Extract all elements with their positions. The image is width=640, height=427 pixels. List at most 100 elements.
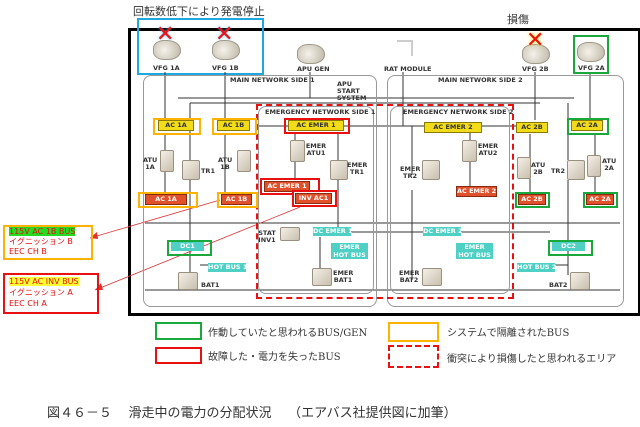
atu-1b-label: ATU 1B xyxy=(218,156,233,171)
legend-swatch-damaged xyxy=(388,345,439,368)
emer-bat2-label: EMER BAT2 xyxy=(399,269,420,284)
main-network-side-2 xyxy=(387,75,624,307)
atu-1a-icon xyxy=(160,150,174,172)
apu-start-system-label: APU START SYSTEM xyxy=(337,80,367,102)
emer-hot-bus-1: EMER HOT BUS 1 xyxy=(331,243,368,267)
ac-2b-bus: AC 2B xyxy=(516,122,548,133)
rpm-drop-annotation: 回転数低下により発電停止 xyxy=(133,5,265,18)
damage-annotation: 損傷 xyxy=(507,13,529,26)
atu-2a-icon xyxy=(587,155,601,177)
main-network-side-2-label: MAIN NETWORK SIDE 2 xyxy=(438,76,523,84)
legend-isolated: システムで隔離されたBUS xyxy=(447,328,570,339)
rat-module-label: RAT MODULE xyxy=(384,65,432,73)
vfg-2b-icon xyxy=(522,44,550,64)
vfg-1b-label: VFG 1B xyxy=(212,64,239,72)
emergency-network-side-1-label: EMERGENCY NETWORK SIDE 1 xyxy=(265,108,376,116)
bat1-icon xyxy=(178,272,198,290)
hot-bus-1: HOT BUS 1 xyxy=(208,263,248,272)
emergency-network-side-1 xyxy=(258,106,374,294)
dc1-bus: DC1 xyxy=(171,242,204,251)
dc-emer-2-bus: DC EMER 2 xyxy=(423,227,463,236)
tr1-icon xyxy=(182,160,200,180)
emer-hot-bus-2: EMER HOT BUS 2 xyxy=(456,243,493,267)
emer-tr1-label: EMER TR1 xyxy=(347,161,368,176)
vfg-1b-icon xyxy=(212,40,240,60)
callout-ac-inv-bus: 115V AC INV BUS イグニッション A EEC CH A xyxy=(3,273,99,314)
stat-inv1-label: STAT INV1 xyxy=(258,229,276,244)
ac-emer-2-lower-bus: AC EMER 2 xyxy=(456,186,497,197)
atu-2b-label: ATU 2B xyxy=(531,161,546,176)
figure-title: 滑走中の電力の分配状況 xyxy=(128,406,272,421)
ac-2a-bus: AC 2A xyxy=(571,120,603,131)
atu-1a-label: ATU 1A xyxy=(143,156,158,171)
ac-emer-2-bus: AC EMER 2 xyxy=(424,122,482,133)
emer-atu2-icon xyxy=(462,140,477,162)
vfg-2a-working-box xyxy=(573,35,609,74)
emer-bat2-icon xyxy=(422,268,442,286)
callout-ac-1b-eec: EEC CH B xyxy=(9,247,47,256)
emer-atu1-icon xyxy=(290,140,305,162)
aircraft-frame xyxy=(128,28,640,316)
main-network-side-1-label: MAIN NETWORK SIDE 1 xyxy=(230,76,315,84)
emergency-network-side-2-label: EMERGENCY NETWORK SIDE 2 xyxy=(403,108,514,116)
inv-ac1-bus: INV AC1 xyxy=(295,193,332,204)
stopped-generators-box xyxy=(137,18,264,75)
emer-tr2-label: EMER TR2 xyxy=(400,165,421,180)
failed-x-icon: ✕ xyxy=(215,22,234,47)
tr2-icon xyxy=(567,160,585,180)
atu-1b-icon xyxy=(237,150,251,172)
callout-ac-inv-title: 115V AC INV BUS xyxy=(9,277,79,286)
ac-1a-bus: AC 1A xyxy=(158,120,194,131)
atu-2a-label: ATU 2A xyxy=(602,157,617,172)
callout-ac-1b-title: 115V AC 1B BUS xyxy=(9,227,76,236)
legend-swatch-failed xyxy=(155,347,202,364)
stat-inv1-icon xyxy=(280,227,300,241)
vfg-2b-label: VFG 2B xyxy=(522,65,549,73)
figure-caption: 図４６－５ 滑走中の電力の分配状況 （エアバス社提供図に加筆） xyxy=(47,402,457,421)
ac-1b-lower-bus: AC 1B xyxy=(221,194,252,205)
bat2-icon xyxy=(570,272,590,290)
legend-swatch-working xyxy=(155,322,202,340)
ac-1a-lower-bus: AC 1A xyxy=(145,194,187,205)
main-network-side-1 xyxy=(143,75,377,307)
legend-failed: 故障した・電力を失ったBUS xyxy=(208,352,341,363)
ac-1b-bus: AC 1B xyxy=(217,120,250,131)
callout-ac-inv-eec: EEC CH A xyxy=(9,299,47,308)
apu-generator-icon xyxy=(297,44,325,64)
emer-atu1-label: EMER ATU1 xyxy=(305,142,327,157)
hot-bus-2: HOT BUS 2 xyxy=(517,263,557,272)
vfg-1a-label: VFG 1A xyxy=(153,64,180,72)
emer-tr1-icon xyxy=(330,160,348,180)
callout-ac-1b-bus: 115V AC 1B BUS イグニッション B EEC CH B xyxy=(3,225,93,260)
ac-2b-lower-bus: AC 2B xyxy=(518,194,546,205)
emergency-network-side-2 xyxy=(390,106,510,294)
emer-bat1-label: EMER BAT1 xyxy=(333,269,354,284)
bat1-label: BAT1 xyxy=(201,281,220,289)
callout-ac-1b-ignition: イグニッション B xyxy=(9,237,73,246)
dc-emer-1-bus: DC EMER 1 xyxy=(313,227,353,236)
rat-icon xyxy=(397,40,413,56)
dc2-bus: DC2 xyxy=(552,242,585,251)
legend-damaged: 衝突により損傷したと思われるエリア xyxy=(447,354,617,365)
vfg-1a-icon xyxy=(153,40,181,60)
vfg-2a-icon xyxy=(577,42,605,62)
ac-2a-lower-bus: AC 2A xyxy=(586,194,614,205)
tr2-label: TR2 xyxy=(551,167,565,175)
apu-gen-label: APU GEN xyxy=(297,65,330,73)
ac-emer-1-bus: AC EMER 1 xyxy=(288,120,344,131)
bat2-label: BAT2 xyxy=(549,281,568,289)
emer-atu2-label: EMER ATU2 xyxy=(477,142,499,157)
atu-2b-icon xyxy=(517,157,531,179)
ac-emer-1-lower-bus: AC EMER 1 xyxy=(264,181,310,192)
figure-note: （エアバス社提供図に加筆） xyxy=(288,406,457,421)
figure-number: 図４６－５ xyxy=(47,406,113,421)
failed-x-icon: ✕ xyxy=(156,22,175,47)
legend-swatch-isolated xyxy=(388,322,439,342)
vfg-2a-label: VFG 2A xyxy=(578,64,605,72)
emer-bat1-icon xyxy=(312,268,332,286)
callout-ac-inv-ignition: イグニッション A xyxy=(9,288,73,297)
emer-tr2-icon xyxy=(422,160,440,180)
legend-working: 作動していたと思われるBUS/GEN xyxy=(208,328,368,339)
failed-x-icon: ✕ xyxy=(526,28,545,53)
